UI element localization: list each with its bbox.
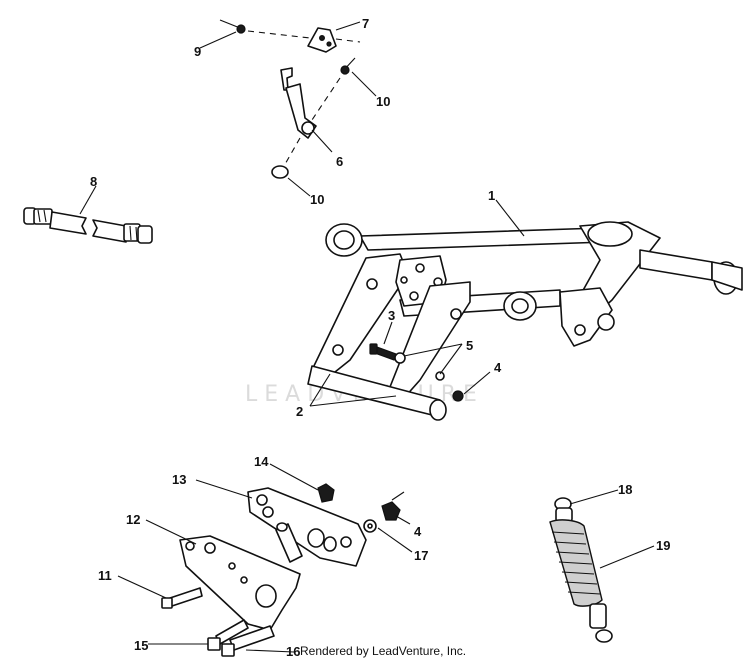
callout-10-lower: 10 [310,192,324,207]
callout-13: 13 [172,472,186,487]
part-9-pin [219,19,246,34]
part-8-shaft [23,207,153,244]
callout-12: 12 [126,512,140,527]
callout-11: 11 [98,568,112,583]
callout-3: 3 [388,308,395,323]
callout-4-frame: 4 [494,360,502,375]
callout-10-upper: 10 [376,94,390,109]
part-13-plate [247,487,367,567]
part-4-nut-frame [452,390,464,402]
leader-lines [79,21,655,653]
part-6-lever [280,67,317,139]
callout-4-plate: 4 [414,524,422,539]
callout-16: 16 [286,644,300,659]
part-12-plate [179,535,301,631]
spacer-tubes [275,522,303,563]
callout-14: 14 [254,454,269,469]
part-10-pin-upper [340,57,356,75]
part-1-frame [307,221,743,421]
part-4-nut-plate [381,491,405,521]
callout-7: 7 [362,16,369,31]
callout-5: 5 [466,338,473,353]
part-11-bolt [161,587,203,609]
callout-2: 2 [296,404,303,419]
part-17-washer [363,519,377,533]
part-10-pin-lower [271,165,289,179]
part-7-bracket [307,27,337,53]
callout-18: 18 [618,482,632,497]
part-14-nut [317,483,335,503]
callout-17: 17 [414,548,428,563]
callout-labels: 1 2 3 4 4 5 6 7 8 9 10 10 11 12 13 14 15… [90,16,670,659]
callout-8: 8 [90,174,97,189]
callout-15: 15 [134,638,148,653]
credit-text: Rendered by LeadVenture, Inc. [300,644,467,658]
callout-9: 9 [194,44,201,59]
part-16-bolt [221,625,275,657]
callout-6: 6 [336,154,343,169]
part-19-shock-absorber [549,497,613,643]
callout-19: 19 [656,538,670,553]
part-5-washers [394,352,445,381]
part-3-bolt [369,343,397,361]
callout-1: 1 [488,188,495,203]
